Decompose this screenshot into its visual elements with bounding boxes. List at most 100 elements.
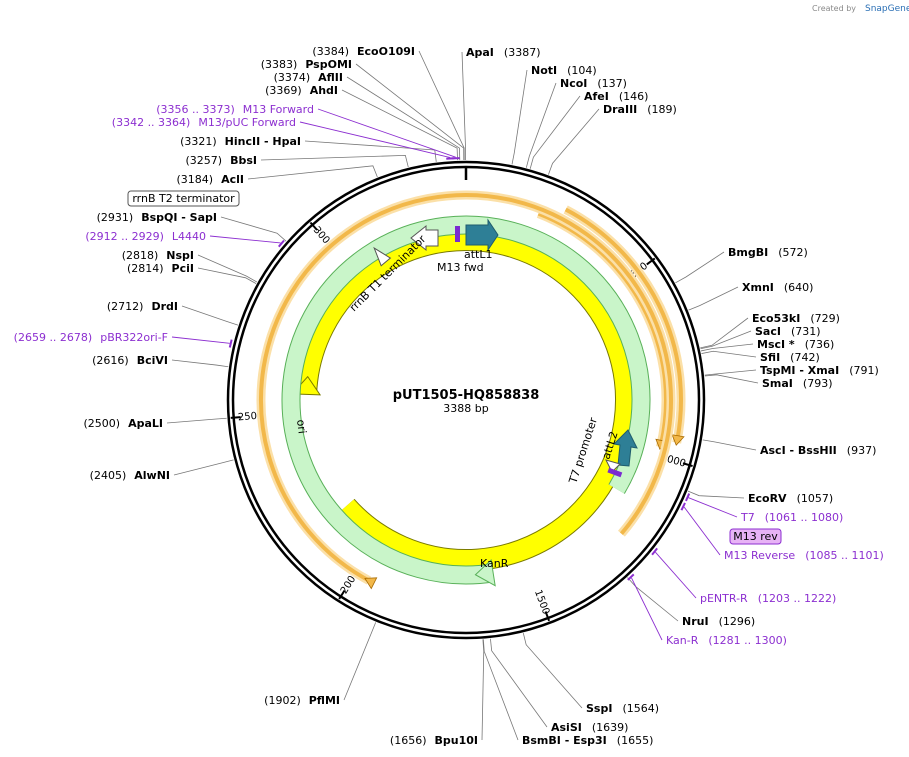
site-leader (355, 63, 465, 161)
site-leader (481, 639, 485, 741)
site-leader (346, 76, 461, 161)
m13rev-box: M13 rev (729, 528, 782, 545)
site-leader (490, 638, 548, 728)
primer-label: (2912 .. 2929)L4440 (85, 230, 206, 243)
plasmid-name: pUT1505-HQ858838 (393, 388, 540, 403)
primer-mark (685, 493, 691, 502)
site-name: SfiI (760, 351, 780, 364)
site-leader (522, 632, 583, 709)
site-label: (1656)Bpu10I (390, 734, 478, 747)
primer-mark (680, 502, 686, 511)
site-name: NotI (531, 64, 557, 77)
site-label: (3369)AhdI (265, 84, 338, 97)
site-leader (220, 216, 287, 242)
site-pos: (3369) (265, 84, 302, 97)
kanr-arrow (282, 216, 650, 584)
site-name: BsmBI - Esp3I (522, 734, 607, 747)
site-pos: (1655) (617, 734, 654, 747)
site-name: AscI - BssHII (760, 444, 837, 457)
site-label: EcoRV(1057) (748, 492, 833, 505)
site-leader (704, 369, 757, 376)
site-label: (3374)AflII (274, 71, 343, 84)
credit-brand: SnapGene (865, 4, 909, 14)
site-label: (3383) PspOMI (261, 58, 352, 71)
site-label: (2500)ApaLI (84, 417, 164, 430)
site-leader (700, 343, 754, 352)
rrnb-t2-arrow-icon (373, 246, 392, 267)
site-name: PciI (172, 262, 194, 275)
primer-leader (317, 108, 456, 158)
site-name: AclI (221, 173, 244, 186)
attl2-arrow-icon (612, 429, 638, 467)
site-name: SspI (586, 702, 612, 715)
site-leader (511, 69, 528, 165)
site-label: DraIII (189) (603, 103, 677, 116)
site-leader (418, 50, 465, 161)
site-label: SspI(1564) (586, 702, 659, 715)
site-pos: (793) (803, 377, 833, 390)
site-name: DrdI (151, 300, 178, 313)
site-pos: (2814) (127, 262, 164, 275)
site-label: (3384)EcoO109I (312, 45, 415, 58)
primer-leader (631, 577, 663, 641)
site-name: BspQI - SapI (141, 211, 217, 224)
primer-mark (651, 547, 658, 556)
site-label: (2405)AlwNI (90, 469, 170, 482)
site-label: BmgBI(572) (728, 246, 808, 259)
plasmid-size: 3388 bp (443, 402, 488, 415)
primer-range: (2912 .. 2929) (85, 230, 164, 243)
site-leader (702, 439, 757, 451)
site-name: AfeI (584, 90, 609, 103)
site-leader (197, 254, 258, 283)
primer-marks (228, 157, 691, 581)
m13fwd-label: M13 fwd (437, 261, 484, 274)
site-leader (529, 95, 581, 169)
site-leader (688, 286, 739, 311)
t7-promoter-arrow-icon (605, 459, 621, 473)
site-leader (687, 490, 745, 499)
site-leader (343, 622, 377, 701)
site-name: BciVI (137, 354, 168, 367)
kanr-label: KanR (480, 557, 509, 570)
site-name: ApaLI (128, 417, 163, 430)
tick-mark (338, 590, 346, 600)
site-pos: (729) (810, 312, 840, 325)
site-pos: (3387) (504, 46, 541, 59)
tick-label: 1500 (532, 588, 551, 616)
site-leader (701, 350, 757, 358)
site-name: BmgBI (728, 246, 768, 259)
site-pos: (742) (790, 351, 820, 364)
primer-label: Kan-R(1281 .. 1300) (666, 634, 787, 647)
m13fwd-mark (455, 226, 460, 242)
site-leader (482, 639, 519, 741)
site-pos: (3383) (261, 58, 298, 71)
site-label: AscI - BssHII(937) (760, 444, 876, 457)
site-label: ApaI(3387) (466, 46, 540, 59)
site-name: DraIII (603, 103, 637, 116)
ori-label: ori (294, 419, 309, 435)
primer-range: (1061 .. 1080) (765, 511, 844, 524)
site-leader (260, 154, 409, 168)
primer-mark (627, 573, 635, 581)
primer-leader (655, 551, 697, 599)
site-pos: (2818) (122, 249, 159, 262)
site-pos: (731) (791, 325, 821, 338)
site-label: (2712) DrdI (107, 300, 178, 313)
site-pos: (137) (597, 77, 627, 90)
site-label: (3321)HincII - HpaI (180, 135, 301, 148)
primer-leader (299, 121, 451, 158)
site-label: AsiSI(1639) (551, 721, 628, 734)
site-pos: (189) (647, 103, 677, 116)
ori-arrow (296, 230, 636, 570)
site-pos: (791) (849, 364, 879, 377)
orf-lower-arrow (259, 193, 673, 585)
site-name: NruI (682, 615, 709, 628)
primer-range: (3342 .. 3364) (112, 116, 191, 129)
site-leader (341, 89, 458, 161)
site-name: PspOMI (305, 58, 352, 71)
site-pos: (2712) (107, 300, 144, 313)
site-leader (173, 459, 234, 476)
site-leader (181, 305, 239, 326)
primer-name: Kan-R (666, 634, 699, 647)
primer-mark (228, 339, 233, 348)
